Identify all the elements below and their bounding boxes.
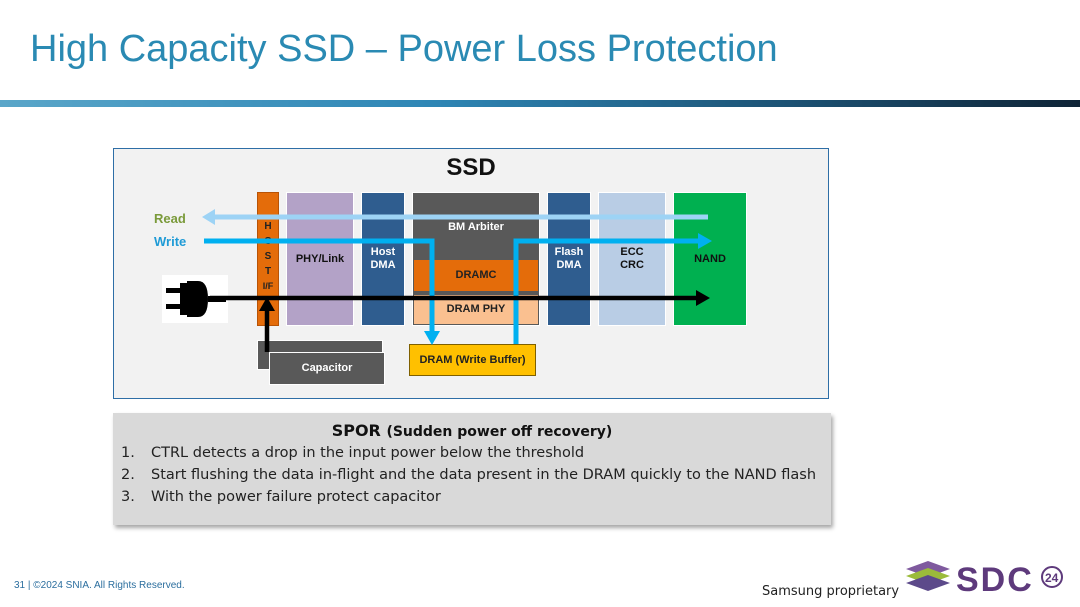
dramc-label: DRAMC [455, 269, 497, 281]
spor-heading: SPOR [331, 421, 381, 440]
write-arrow-head-nand [698, 233, 712, 249]
host-letter: I/F [262, 281, 274, 291]
power-arrow-head [696, 290, 710, 306]
phy-link-label: PHY/Link [295, 252, 345, 265]
phy-link-block: PHY/Link [286, 192, 354, 326]
spor-item-text: With the power failure protect capacitor [151, 489, 441, 505]
spor-item-text: Start flushing the data in-flight and th… [151, 467, 817, 483]
host-letter: H [264, 221, 272, 232]
slide-title: High Capacity SSD – Power Loss Protectio… [30, 28, 778, 70]
spor-item-number: 1. [121, 445, 135, 461]
flash-dma-block: Flash DMA [547, 192, 591, 326]
write-arrow-to-nand [513, 238, 702, 344]
crc-label: CRC [620, 259, 644, 271]
ecc-label: ECC [620, 246, 644, 258]
read-arrow-head [202, 209, 215, 225]
spor-item: 2. Start flushing the data in-flight and … [121, 467, 816, 483]
sdc-logo-layer [906, 575, 950, 591]
nand-label: NAND [694, 252, 726, 265]
footer-copyright: 31 | ©2024 SNIA. All Rights Reserved. [14, 580, 185, 591]
spor-box: SPOR (Sudden power off recovery) 1. CTRL … [113, 413, 831, 525]
spor-title: SPOR (Sudden power off recovery) [113, 421, 831, 440]
sdc-logo-year: 24 [1045, 571, 1059, 585]
proprietary-label: Samsung proprietary [762, 584, 900, 599]
dram-buffer-label: DRAM (Write Buffer) [419, 353, 526, 366]
sdc-logo-badge [1041, 566, 1063, 588]
ssd-title: SSD [446, 154, 496, 181]
nand-block: NAND [673, 192, 747, 326]
host-letter: S [264, 251, 272, 262]
title-divider [0, 100, 1080, 107]
bm-arbiter-label: BM Arbiter [448, 221, 504, 233]
host-dma-block: Host DMA [361, 192, 405, 326]
capacitor-label: Capacitor [301, 362, 353, 374]
dram-write-buffer-block: DRAM (Write Buffer) [409, 344, 536, 376]
host-letter: T [264, 266, 272, 277]
ssd-diagram: SSD H O S T I/F PHY/Link Host DMA BM Arb… [113, 148, 829, 399]
spor-item: 1. CTRL detects a drop in the input power… [121, 445, 584, 461]
read-label: Read [154, 211, 186, 226]
flash-dma-label: Flash [554, 246, 584, 258]
spor-item-number: 3. [121, 489, 135, 505]
capacitor-block: Capacitor [269, 352, 385, 385]
write-arrow-to-dram [204, 238, 435, 335]
spor-item-number: 2. [121, 467, 135, 483]
host-dma-label: Host [370, 246, 396, 258]
write-label: Write [154, 234, 187, 249]
spor-item-text: CTRL detects a drop in the input power b… [151, 445, 585, 461]
write-arrow-head-dram [424, 331, 440, 345]
capacitor-arrow-head [259, 297, 275, 311]
sdc-logo: SDC 24 [906, 561, 1063, 599]
sdc-logo-text: SDC [956, 561, 1034, 599]
ecc-crc-block: ECC CRC [598, 192, 666, 326]
spor-subtitle: (Sudden power off recovery) [386, 424, 613, 440]
spor-item: 3. With the power failure protect capacit… [121, 489, 441, 505]
host-dma-label: DMA [370, 259, 396, 271]
flow-arrows [202, 209, 712, 352]
dram-phy-label: DRAM PHY [446, 303, 506, 315]
flash-dma-label: DMA [556, 259, 582, 271]
